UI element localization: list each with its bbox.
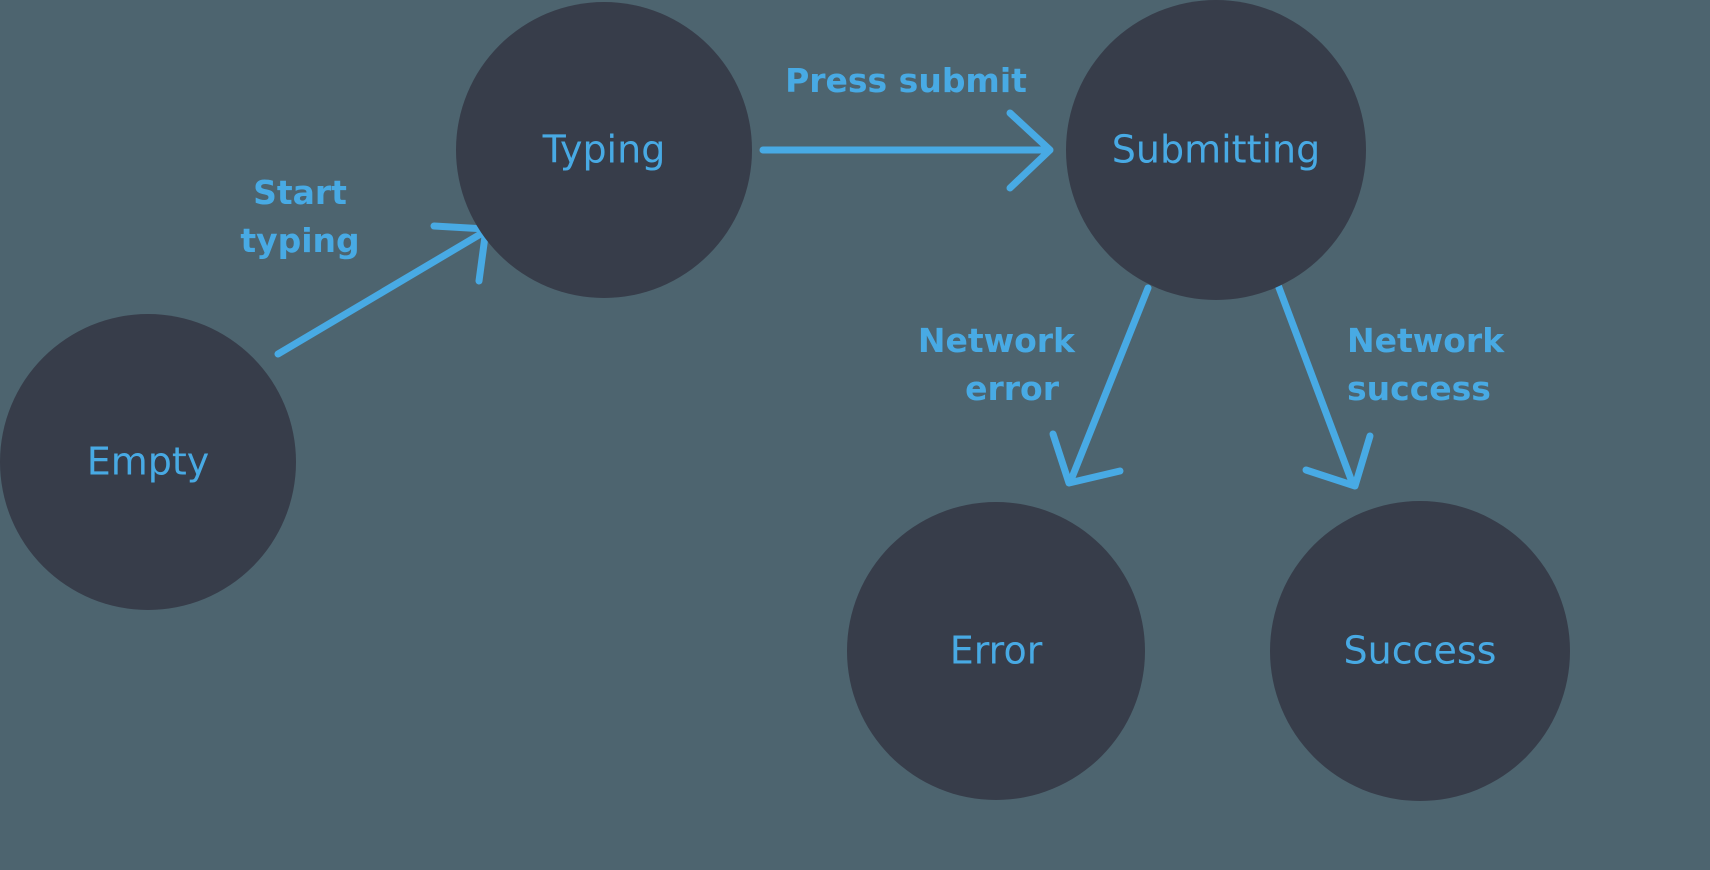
state-node-empty-circle[interactable] (0, 314, 296, 610)
state-node-typing-circle[interactable] (456, 2, 752, 298)
edge-empty-to-typing-line (274, 228, 488, 358)
edge-label-start-typing-line-2: typing (240, 221, 359, 260)
edge-label-network-error-line-2: error (965, 369, 1060, 408)
edge-label-network-error-line-1: Network (918, 321, 1076, 360)
state-node-error-label: Error (950, 629, 1043, 673)
state-node-success[interactable]: Success (1270, 501, 1570, 801)
state-node-submitting-label: Submitting (1112, 128, 1320, 172)
state-node-typing[interactable]: Typing (456, 2, 752, 298)
edge-label-press-submit-line-1: Press submit (785, 61, 1027, 100)
state-node-success-label: Success (1344, 629, 1497, 673)
edge-submitting-to-error-line (1067, 284, 1152, 484)
edge-label-network-success: Network success (1347, 321, 1505, 408)
state-node-success-circle[interactable] (1270, 501, 1570, 801)
edge-submitting-to-error (1049, 284, 1152, 487)
edge-label-network-success-line-1: Network (1347, 321, 1505, 360)
edge-label-start-typing-line-1: Start (253, 173, 347, 212)
edge-label-network-success-line-2: success (1347, 369, 1491, 408)
state-node-empty-label: Empty (87, 440, 210, 484)
state-node-empty[interactable]: Empty (0, 314, 296, 610)
edge-typing-to-submitting-arrowhead (1006, 109, 1054, 192)
edge-typing-to-submitting (759, 109, 1054, 192)
state-node-typing-label: Typing (542, 128, 666, 172)
edge-submitting-to-success-arrowhead (1302, 432, 1374, 490)
edge-label-start-typing: Start typing (240, 173, 359, 260)
edge-label-press-submit: Press submit (785, 61, 1027, 100)
edge-submitting-to-success (1274, 281, 1374, 490)
edge-label-network-error: Network error (918, 321, 1076, 408)
state-node-submitting-circle[interactable] (1066, 0, 1366, 300)
edge-submitting-to-error-arrowhead (1049, 430, 1124, 487)
edge-submitting-to-success-line (1274, 281, 1356, 486)
state-node-submitting[interactable]: Submitting (1066, 0, 1366, 300)
state-node-error[interactable]: Error (847, 502, 1145, 800)
state-node-error-circle[interactable] (847, 502, 1145, 800)
